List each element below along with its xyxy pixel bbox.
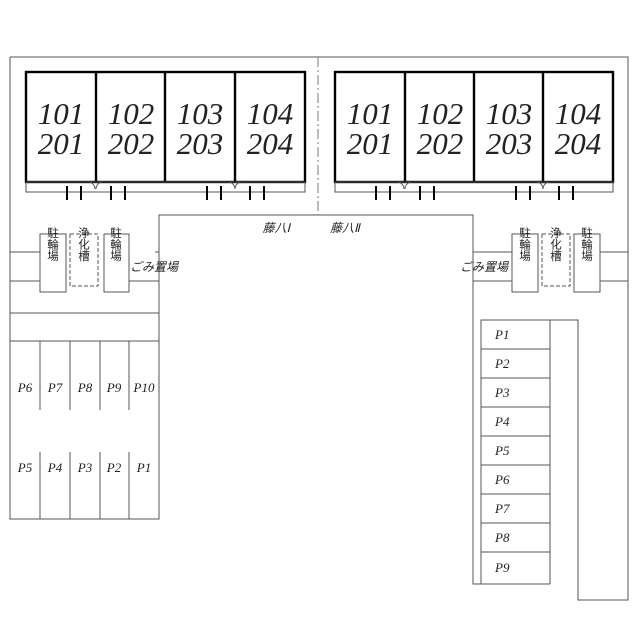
bicycle-parking-label: 駐輪場 <box>518 226 532 262</box>
garbage-label: ごみ置場 <box>130 260 180 274</box>
unit-lower: 203 <box>486 126 533 161</box>
parking-space-label: P4 <box>494 414 510 429</box>
bicycle-parking-label: 駐輪場 <box>580 226 594 262</box>
bicycle-parking-label: 駐輪場 <box>109 226 123 262</box>
parking-space-label: P3 <box>494 385 510 400</box>
bicycle-parking-box <box>39 233 67 293</box>
unit-upper: 101 <box>38 96 85 131</box>
unit-upper: 104 <box>247 96 294 131</box>
parking-space-label: P5 <box>17 460 33 475</box>
bicycle-parking-box <box>103 233 130 293</box>
parking-space-label: P1 <box>136 460 151 475</box>
parking-space-label: P9 <box>494 560 510 575</box>
parking-space-label: P8 <box>494 530 510 545</box>
parking-space-label: P6 <box>494 472 510 487</box>
parking-space-label: P6 <box>17 380 33 395</box>
parking-space-label: P1 <box>494 327 509 342</box>
garbage-label: ごみ置場 <box>460 260 510 274</box>
parking-space-label: P3 <box>77 460 93 475</box>
parking-space-label: P2 <box>494 356 510 371</box>
parking-space-label: P10 <box>133 380 155 395</box>
unit-lower: 202 <box>108 126 155 161</box>
building-1-name: 藤八Ⅰ <box>262 221 291 235</box>
unit-lower: 204 <box>247 126 294 161</box>
unit-lower: 204 <box>555 126 602 161</box>
unit-lower: 203 <box>177 126 224 161</box>
parking-space-label: P2 <box>106 460 122 475</box>
unit-upper: 102 <box>417 96 464 131</box>
unit-lower: 201 <box>347 126 394 161</box>
parking-space-label: P8 <box>77 380 93 395</box>
parking-space-label: P5 <box>494 443 510 458</box>
bicycle-parking-box <box>573 233 601 293</box>
bicycle-parking-box <box>511 233 539 293</box>
unit-upper: 102 <box>108 96 155 131</box>
bicycle-parking-label: 駐輪場 <box>46 226 60 262</box>
unit-upper: 101 <box>347 96 394 131</box>
septic-tank-box <box>541 233 571 287</box>
parking-space-label: P7 <box>47 380 63 395</box>
unit-lower: 202 <box>417 126 464 161</box>
unit-upper: 103 <box>177 96 224 131</box>
parking-space-label: P9 <box>106 380 122 395</box>
unit-upper: 103 <box>486 96 533 131</box>
septic-tank-label: 浄化槽 <box>77 226 91 262</box>
septic-tank-label: 浄化槽 <box>549 226 563 262</box>
unit-upper: 104 <box>555 96 602 131</box>
parking-space-label: P4 <box>47 460 63 475</box>
unit-lower: 201 <box>38 126 85 161</box>
septic-tank-box <box>69 233 99 287</box>
building-2-name: 藤八Ⅱ <box>330 221 361 235</box>
site-boundary <box>9 56 629 601</box>
parking-space-label: P7 <box>494 501 510 516</box>
